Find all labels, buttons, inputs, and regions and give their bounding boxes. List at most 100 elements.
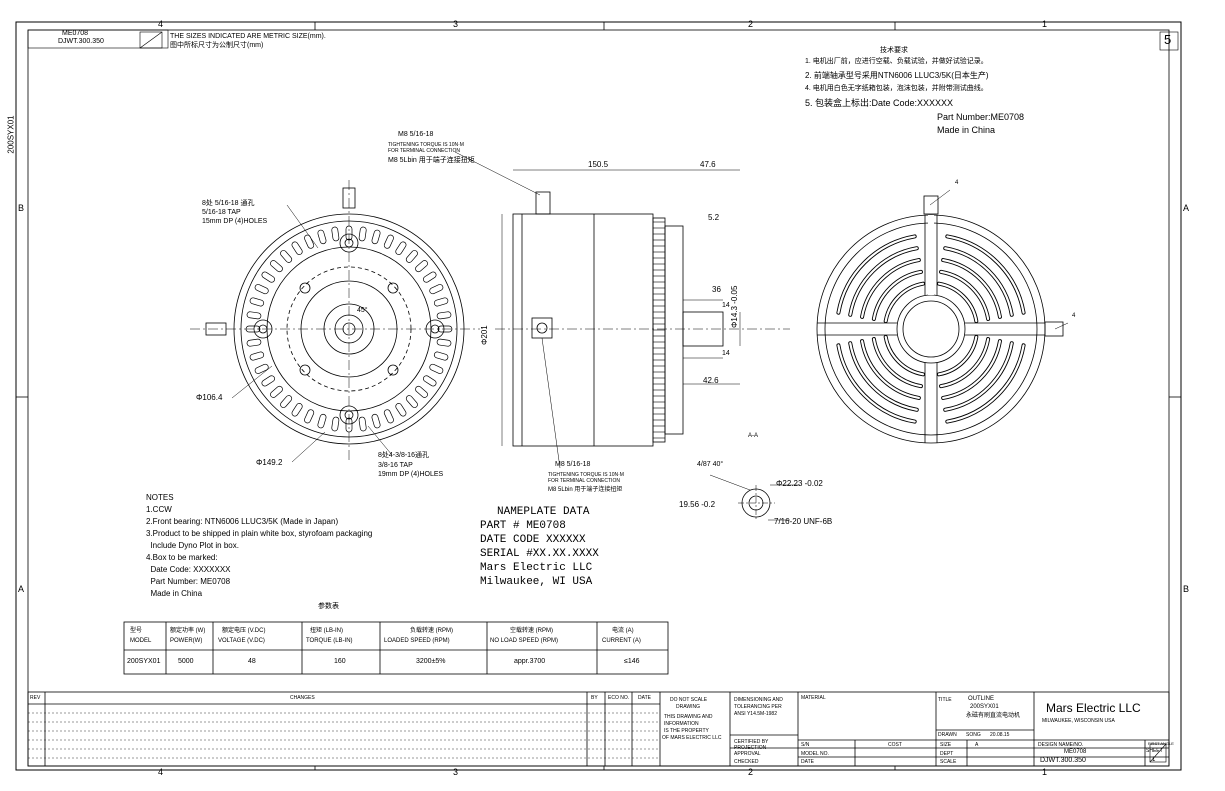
vent-slot <box>433 351 449 361</box>
front-view <box>190 180 480 463</box>
zone-col-2-bottom: 2 <box>748 767 754 777</box>
perf-h4-cn: 扭矩 (LB-IN) <box>310 628 344 634</box>
design-label: DESIGN NAME/NO. <box>1038 742 1084 748</box>
zone-row-a-left: A <box>18 584 25 594</box>
front-tap1-en1: 5/16-18 TAP <box>202 209 241 216</box>
vent-slot <box>345 417 353 433</box>
dim-36: 36 <box>712 285 721 294</box>
company-sub: MILWAUKEE, WISCONSIN USA <box>1042 718 1115 724</box>
title-block-grid <box>27 691 1170 767</box>
tech-req-part-number: Part Number:ME0708 <box>937 112 1025 122</box>
vent-slot <box>436 338 452 347</box>
tech-req-item-1: 1. 电机出厂前，应进行空载、负载试验，并做好试验记录。 <box>805 58 988 65</box>
perf-h7-cn: 电流 (A) <box>612 628 634 634</box>
vent-slot <box>358 226 367 242</box>
rear-slot-inner <box>849 247 918 316</box>
perf-h5-en: LOADED SPEED (RPM) <box>384 638 450 644</box>
dim-47: 47.6 <box>700 160 716 169</box>
perf-h2-cn: 额定功率 (W) <box>170 628 206 634</box>
rear-slot-inner <box>860 258 920 318</box>
tech-req-item-4: 4. 电机用白色无字纸箱包装，泡沫包装，并附带测试曲线。 <box>805 85 988 92</box>
checked-label: CHECKED <box>734 759 759 765</box>
zone-col-4-bottom: 4 <box>158 767 164 777</box>
vent-slot <box>423 271 437 283</box>
title-line-1: OUTLINE <box>968 696 995 702</box>
vent-slot <box>405 395 418 408</box>
vent-slot <box>423 375 437 387</box>
vent-slot <box>317 413 327 429</box>
perf-torque: 160 <box>334 658 346 665</box>
vent-slot <box>280 395 293 408</box>
zone-col-1-bottom: 1 <box>1042 767 1048 777</box>
vent-slot <box>304 234 315 249</box>
vent-slot <box>254 284 269 295</box>
vent-slot <box>270 260 283 273</box>
vent-slot <box>254 363 269 374</box>
rear-slot-inner <box>939 270 990 321</box>
notes-line-4: Include Dyno Plot in box. <box>146 541 239 550</box>
perf-h7-en: CURRENT (A) <box>602 638 641 644</box>
rear-vent-slots <box>836 234 1026 424</box>
vent-slot <box>331 416 340 432</box>
vent-slot <box>261 375 275 387</box>
drawn-by: SONG <box>966 732 981 738</box>
vent-slot <box>249 351 265 361</box>
side-top-terminal-cn: M8 5Lbin 用于端子连接扭矩 <box>388 157 475 164</box>
side-code: 200SYX01 <box>6 115 16 154</box>
vent-slot <box>246 338 262 347</box>
rear-slot-inner <box>837 344 916 423</box>
rear-slot-inner <box>884 282 925 323</box>
rev-header-changes: CHANGES <box>290 695 315 701</box>
vent-slot <box>395 241 407 255</box>
rear-slot-inner <box>944 342 1013 411</box>
projection-label: PROJECTION <box>734 745 767 751</box>
rev-header-eco: ECO NO. <box>608 695 630 701</box>
perf-h5-cn: 负载转速 (RPM) <box>410 628 453 634</box>
dia-body: Φ201 <box>480 325 489 345</box>
notes-title: NOTES <box>146 493 174 502</box>
zone-row-a-right: A <box>1183 203 1190 213</box>
rear-slot-inner <box>942 258 1002 318</box>
front-dia-inner: Φ106.4 <box>196 393 223 402</box>
zone-row-b-left: B <box>18 203 25 213</box>
vent-slot <box>436 311 452 320</box>
vent-slot <box>437 325 453 333</box>
design-no: ME0708 <box>1064 749 1087 755</box>
vent-slot <box>249 297 265 307</box>
front-dia-outer: Φ149.2 <box>256 458 283 467</box>
dim-shaft: Φ14.3 -0.05 <box>730 285 739 328</box>
notice-1: DO NOT SCALE <box>670 697 708 703</box>
perf-table-grid <box>123 621 669 675</box>
perf-h6-en: NO LOAD SPEED (RPM) <box>490 638 559 644</box>
notes-line-3: 3.Product to be shipped in plain white b… <box>146 529 373 538</box>
size-value: A <box>975 742 979 748</box>
section-angle: 4/87 40° <box>697 461 724 468</box>
projection-symbol-icon <box>139 31 1167 763</box>
vent-slot <box>415 260 428 273</box>
side-bottom-terminal-note2: FOR TERMINAL CONNECTION <box>548 478 620 484</box>
notes-line-7: Part Number: ME0708 <box>146 577 231 586</box>
dim-14a: 14 <box>722 302 730 309</box>
rear-slot-inner <box>937 335 978 376</box>
side-top-terminal: M8 5/16-18 <box>398 131 434 138</box>
perf-h1-en: MODEL <box>130 638 152 644</box>
nameplate-line-1: NAMEPLATE DATA <box>497 506 590 518</box>
rev-header-date: DATE <box>638 695 651 701</box>
rear-slot <box>836 234 917 315</box>
rear-slot-inner <box>872 337 923 388</box>
date-label: DATE <box>801 759 814 765</box>
zone-col-3-bottom: 3 <box>453 767 459 777</box>
notes-line-6: Date Code: XXXXXXX <box>146 565 231 574</box>
vent-slot <box>317 229 327 245</box>
vent-slot <box>395 403 407 417</box>
rear-slot <box>945 343 1026 424</box>
perf-h1-cn: 型号 <box>130 628 143 634</box>
notes-line-2: 2.Front bearing: NTN6006 LLUC3/5K (Made … <box>146 517 339 526</box>
header-part-no: ME0708 <box>62 30 89 37</box>
rear-slot-inner <box>946 235 1025 314</box>
rev-header-rev: REV <box>30 695 41 701</box>
dept-label: DEPT <box>940 751 954 757</box>
rear-slot-inner <box>884 335 925 376</box>
rear-slot-inner <box>837 235 916 314</box>
